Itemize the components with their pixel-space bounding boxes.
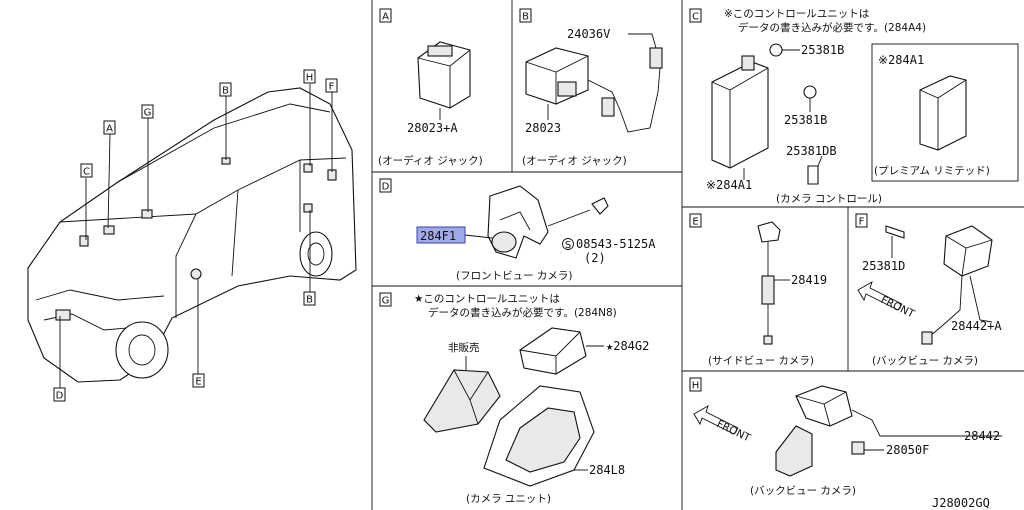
panel-g-note-2: データの書き込みが必要です。(284N8) <box>428 306 617 319</box>
part-25381b-2-label: 25381B <box>784 113 827 127</box>
part-24036v-label: 24036V <box>567 27 610 41</box>
front-arrow-h-label: FRONT <box>715 418 753 445</box>
callout-g: G <box>141 104 154 119</box>
panel-c-note-2: データの書き込みが必要です。(284A4) <box>738 21 926 34</box>
svg-text:B: B <box>222 86 229 97</box>
svg-text:B: B <box>522 12 529 23</box>
panel-c-sub-caption: (プレミアム リミテッド) <box>874 165 990 177</box>
part-28050f-label: 28050F <box>886 443 929 457</box>
callout-b2: B <box>303 291 316 306</box>
part-284f1-label: 284F1 <box>420 229 456 243</box>
part-284a1-premium-label: ※284A1 <box>878 53 924 67</box>
svg-text:A: A <box>382 12 389 23</box>
callout-d: D <box>53 387 66 402</box>
svg-text:G: G <box>382 296 390 307</box>
part-28419-label: 28419 <box>791 273 827 287</box>
panel-h-caption: (バックビュー カメラ) <box>750 485 856 497</box>
svg-text:E: E <box>692 217 698 228</box>
part-284l8-label: 284L8 <box>589 463 625 477</box>
panel-f: F 25381D 28442+A FRONT (バックビュー カメラ) <box>855 213 1002 367</box>
panel-c-caption: (カメラ コントロール) <box>776 193 882 205</box>
svg-text:H: H <box>306 73 314 84</box>
panel-a: A 28023+A (オーディオ ジャック) <box>378 8 483 167</box>
part-25381db-label: 25381DB <box>786 144 837 158</box>
part-28442-label: 28442 <box>964 429 1000 443</box>
part-28442a-label: 28442+A <box>951 319 1002 333</box>
part-25381d-label: 25381D <box>862 259 905 273</box>
callout-b: B <box>219 82 232 97</box>
svg-text:H: H <box>692 381 700 392</box>
svg-text:B: B <box>306 295 313 306</box>
callout-c: C <box>80 163 93 178</box>
panel-e: E 28419 (サイドビュー カメラ) <box>689 213 827 367</box>
panel-a-caption: (オーディオ ジャック) <box>378 154 483 167</box>
callout-e: E <box>192 373 205 388</box>
panel-b-caption: (オーディオ ジャック) <box>522 154 627 167</box>
svg-text:C: C <box>83 167 90 178</box>
part-28023-label: 28023 <box>525 121 561 135</box>
callout-h: H <box>303 69 316 84</box>
svg-text:S: S <box>565 240 571 251</box>
part-284g2-label: ★284G2 <box>606 339 649 353</box>
screw-qty-label: (2) <box>584 251 606 265</box>
panel-d-caption: (フロントビュー カメラ) <box>456 270 573 282</box>
screw-08543-label: 08543-5125A <box>576 237 656 251</box>
svg-text:G: G <box>144 108 152 119</box>
svg-text:C: C <box>692 12 699 23</box>
svg-text:A: A <box>106 124 113 135</box>
diagram-code: J28002GQ <box>932 496 990 510</box>
panel-g-caption: (カメラ ユニット) <box>466 493 551 505</box>
svg-text:F: F <box>859 217 865 228</box>
front-arrow-f-label: FRONT <box>879 294 917 321</box>
svg-text:D: D <box>56 391 64 402</box>
panel-frame <box>371 0 1024 510</box>
callout-f: F <box>325 78 338 93</box>
svg-text:E: E <box>195 377 201 388</box>
part-25381b-1-label: 25381B <box>801 43 844 57</box>
panel-c: C ※このコントロールユニットは データの書き込みが必要です。(284A4) 2… <box>689 8 1019 205</box>
panel-b: B 24036V 28023 (オーディオ ジャック) <box>519 8 663 167</box>
callout-a: A <box>103 120 116 135</box>
not-sold-label: 非販売 <box>448 341 480 354</box>
part-284a1-label: ※284A1 <box>706 178 752 192</box>
vehicle-illustration <box>27 84 357 388</box>
panel-e-caption: (サイドビュー カメラ) <box>708 355 814 367</box>
panel-c-note-1: ※このコントロールユニットは <box>724 8 869 20</box>
panel-d: D 284F1 S 08543-5125A (2) (フロントビュー カメラ) <box>379 178 656 282</box>
svg-text:F: F <box>329 82 335 93</box>
panel-g-note-1: ★このコントロールユニットは <box>414 293 560 305</box>
panel-h: H 28442 28050F FRONT (バックビュー カメラ) <box>689 377 1002 497</box>
svg-text:D: D <box>382 182 390 193</box>
panel-f-caption: (バックビュー カメラ) <box>872 355 978 367</box>
part-28023a-label: 28023+A <box>407 121 458 135</box>
panel-g: G ★このコントロールユニットは データの書き込みが必要です。(284N8) 非… <box>379 292 649 505</box>
